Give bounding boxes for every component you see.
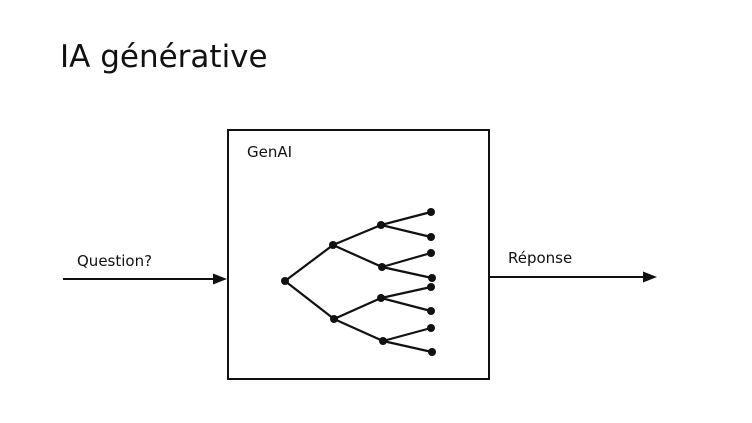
tree-node-a xyxy=(329,241,337,249)
tree-edge-n2-l3 xyxy=(380,251,433,269)
tree-edge-a-n1 xyxy=(331,223,383,247)
tree-node-l6 xyxy=(427,307,435,315)
tree-edge-n2-l4 xyxy=(380,265,434,280)
tree-edge-n3-l6 xyxy=(379,296,433,313)
tree-node-l5 xyxy=(427,283,435,291)
genai-box-label: GenAI xyxy=(247,143,293,161)
slide-title: IA générative xyxy=(60,39,268,75)
tree-node-b xyxy=(330,315,338,323)
tree-node-l7 xyxy=(427,324,435,332)
tree-node-root xyxy=(281,277,289,285)
tree-edge-root-a xyxy=(283,243,335,283)
question-label: Question? xyxy=(77,252,153,270)
input-arrow-head-icon xyxy=(213,273,227,285)
tree-edge-n1-l1 xyxy=(379,210,433,227)
tree-node-n2 xyxy=(378,263,386,271)
tree-node-n4 xyxy=(379,337,387,345)
tree-node-l2 xyxy=(427,233,435,241)
output-arrow-head-icon xyxy=(643,271,657,283)
tree-node-l4 xyxy=(428,274,436,282)
tree-edge-b-n4 xyxy=(332,317,385,343)
tree-node-l8 xyxy=(428,348,436,356)
tree-edge-n4-l7 xyxy=(381,326,433,343)
tree-edge-n3-l5 xyxy=(379,285,433,300)
tree-edge-n1-l2 xyxy=(379,223,433,239)
tree-edge-root-b xyxy=(283,279,336,321)
tree-node-l1 xyxy=(427,208,435,216)
tree-node-n3 xyxy=(377,294,385,302)
tree-node-l3 xyxy=(427,249,435,257)
tree-edge-b-n3 xyxy=(332,296,383,321)
genai-box xyxy=(227,129,490,380)
reponse-label: Réponse xyxy=(508,249,573,267)
tree-edge-n4-l8 xyxy=(381,339,434,354)
tree-node-n1 xyxy=(377,221,385,229)
tree-edge-a-n2 xyxy=(331,243,384,269)
